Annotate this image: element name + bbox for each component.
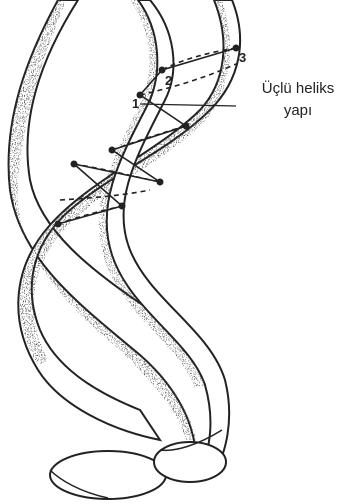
- point-label-3: 3: [239, 50, 246, 65]
- caption-line-2: yapı: [246, 100, 350, 122]
- helix-caption: Üçlü heliks yapı: [246, 78, 350, 122]
- point-label-2: 2: [165, 73, 172, 88]
- point-label-1: 1: [132, 96, 139, 111]
- caption-line-1: Üçlü heliks: [246, 78, 350, 100]
